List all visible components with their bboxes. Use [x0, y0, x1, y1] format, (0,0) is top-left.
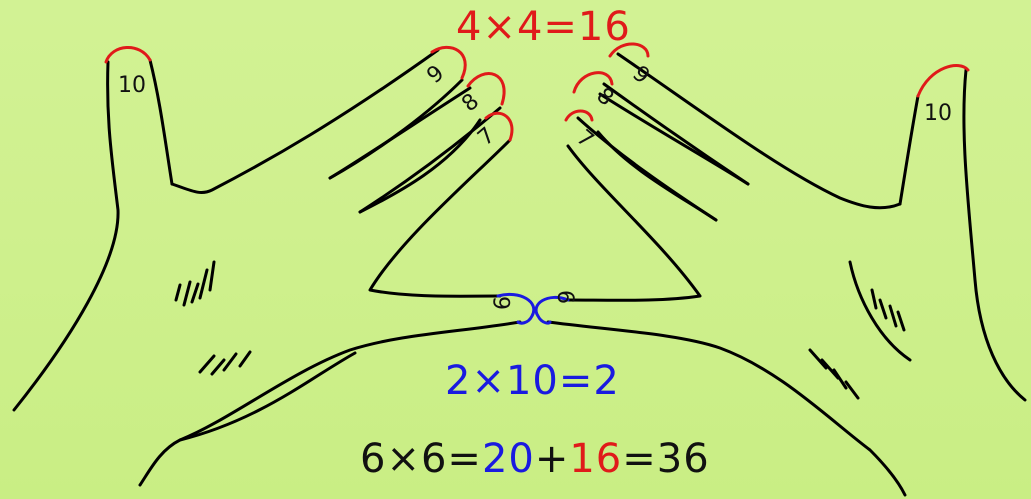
left-f9-label: 9 [422, 61, 449, 89]
left-finger-8-outline [358, 106, 502, 214]
left-thumb-outline [12, 60, 120, 412]
left-f6-tip [496, 293, 536, 325]
left-f6-label: 6 [491, 296, 516, 310]
final-equation: 6×6=20+16=36 [360, 436, 710, 482]
left-f8-tip [466, 72, 506, 106]
right-thumb-tip [916, 64, 970, 98]
lower-sum-equation: 2×10=2 [445, 358, 620, 404]
right-f8-tip [572, 71, 614, 94]
final-equation-result: =36 [622, 436, 710, 482]
left-f7-tip [484, 111, 514, 142]
left-finger-7-outline [368, 138, 512, 298]
left-finger-6-outline [178, 320, 522, 442]
right-thumb-label: 10 [924, 101, 952, 126]
final-equation-lhs: 6×6= [360, 436, 482, 482]
left-thumb-label: 10 [118, 73, 146, 98]
right-f9-tip [608, 42, 650, 58]
right-f6-label: 6 [552, 290, 577, 304]
right-f6-tip [534, 295, 570, 325]
right-f8-label: 8 [591, 83, 618, 111]
left-f9-tip [430, 45, 467, 80]
left-hand [12, 45, 536, 487]
right-f7-tip [564, 109, 594, 122]
left-thumb-tip [104, 46, 152, 64]
final-equation-plus: + [534, 436, 570, 482]
right-finger-9-outline [616, 52, 902, 210]
right-finger-7-outline [566, 144, 702, 302]
upper-product-equation: 4×4=16 [456, 4, 631, 50]
final-equation-tens: 20 [481, 436, 535, 482]
left-finger-9-outline [170, 48, 440, 194]
right-finger-6-outline [546, 320, 907, 497]
right-f7-label: 7 [571, 125, 598, 153]
final-equation-units: 16 [569, 436, 623, 482]
right-thumb-outline [962, 68, 1027, 402]
right-hand [534, 42, 1027, 497]
